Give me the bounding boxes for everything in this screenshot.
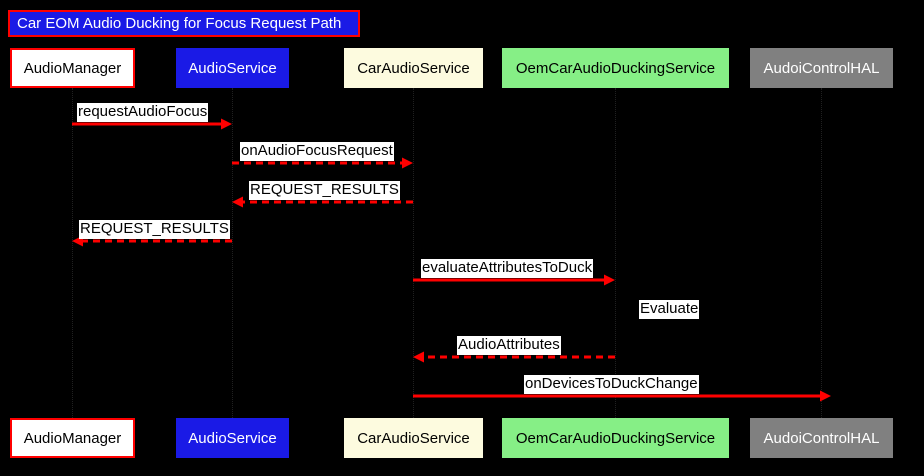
participant-label: AudioService bbox=[188, 59, 277, 77]
lifeline-oemcaraudioduckingservice bbox=[615, 88, 616, 418]
participant-label: AudioService bbox=[188, 429, 277, 447]
participant-bottom-oemcaraudioduckingservice[interactable]: OemCarAudioDuckingService bbox=[502, 418, 729, 458]
participant-bottom-audoicontrolhal[interactable]: AudoiControlHAL bbox=[750, 418, 893, 458]
participant-label: AudioManager bbox=[23, 429, 122, 447]
participant-bottom-audioservice[interactable]: AudioService bbox=[176, 418, 289, 458]
participant-top-audoicontrolhal[interactable]: AudoiControlHAL bbox=[750, 48, 893, 88]
message-label-audioattributes: AudioAttributes bbox=[457, 336, 561, 355]
lifeline-audiomanager bbox=[72, 88, 73, 418]
message-label-requestaudiofocus: requestAudioFocus bbox=[77, 103, 209, 122]
participant-label: CarAudioService bbox=[357, 59, 470, 77]
participant-label: AudoiControlHAL bbox=[763, 59, 880, 77]
diagram-title-text: Car EOM Audio Ducking for Focus Request … bbox=[17, 15, 342, 32]
diagram-title: Car EOM Audio Ducking for Focus Request … bbox=[8, 10, 360, 37]
message-label-request_results: REQUEST_RESULTS bbox=[249, 181, 400, 200]
lifeline-caraudioservice bbox=[413, 88, 414, 418]
participant-label: OemCarAudioDuckingService bbox=[515, 429, 716, 447]
participant-top-audioservice[interactable]: AudioService bbox=[176, 48, 289, 88]
lifeline-audioservice bbox=[232, 88, 233, 418]
participant-top-oemcaraudioduckingservice[interactable]: OemCarAudioDuckingService bbox=[502, 48, 729, 88]
participant-label: AudoiControlHAL bbox=[763, 429, 880, 447]
participant-bottom-caraudioservice[interactable]: CarAudioService bbox=[344, 418, 483, 458]
participant-top-audiomanager[interactable]: AudioManager bbox=[10, 48, 135, 88]
participant-label: OemCarAudioDuckingService bbox=[515, 59, 716, 77]
participant-bottom-audiomanager[interactable]: AudioManager bbox=[10, 418, 135, 458]
message-label-onaudiofocusrequest: onAudioFocusRequest bbox=[240, 142, 394, 161]
participant-top-caraudioservice[interactable]: CarAudioService bbox=[344, 48, 483, 88]
note-evaluate: Evaluate bbox=[639, 300, 700, 319]
message-label-evaluateattributestoduck: evaluateAttributesToDuck bbox=[421, 259, 594, 278]
message-label-ondevicestoduckchange: onDevicesToDuckChange bbox=[524, 375, 699, 394]
lifeline-audoicontrolhal bbox=[821, 88, 822, 418]
participant-label: CarAudioService bbox=[357, 429, 470, 447]
message-label-request_results: REQUEST_RESULTS bbox=[79, 220, 230, 239]
participant-label: AudioManager bbox=[23, 59, 122, 77]
